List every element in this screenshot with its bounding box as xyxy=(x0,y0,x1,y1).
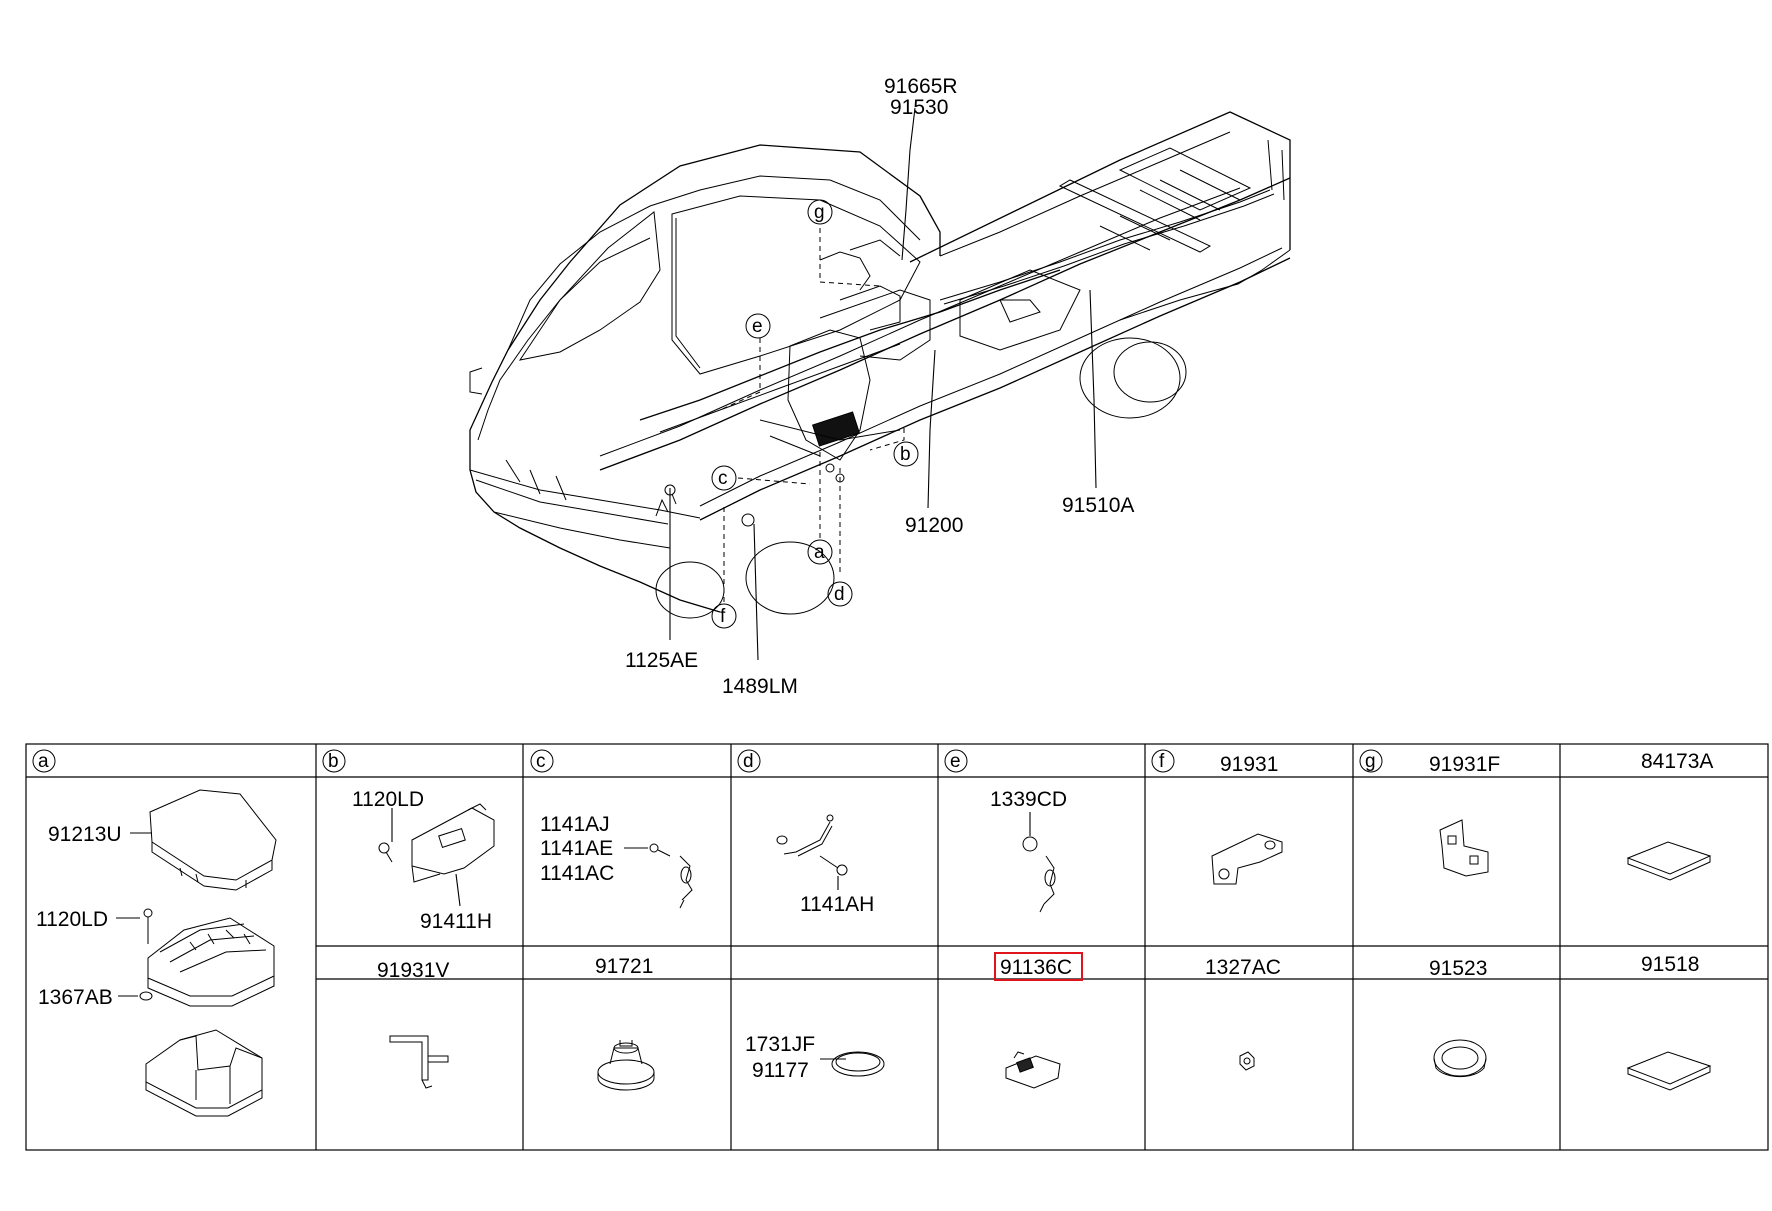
part-1141aj: 1141AJ xyxy=(540,813,610,836)
cell-d-cable: 1141AH xyxy=(776,814,874,916)
part-91177: 91177 xyxy=(752,1059,809,1082)
svg-text:f: f xyxy=(1159,751,1165,772)
svg-text:e: e xyxy=(950,751,961,772)
parts-table xyxy=(25,743,1769,1151)
vehicle-illustration xyxy=(469,111,1291,619)
table-cell-letters: a b c d e f g xyxy=(32,749,1383,773)
row2-1731jf-plug: 1731JF 91177 xyxy=(745,1033,885,1082)
svg-text:g: g xyxy=(1365,751,1376,772)
view-letter-markers: g e c b a d f xyxy=(711,199,919,629)
main-part-labels: 91665R 91530 91200 91510A 1125AE 1489LM xyxy=(625,75,1134,698)
svg-text:g: g xyxy=(814,202,825,223)
label-1125ae: 1125AE xyxy=(625,649,698,672)
svg-text:a: a xyxy=(814,542,825,563)
cell-a-junction-box: 91213U 1120LD 1367AB xyxy=(36,789,277,1117)
header-91518: 91518 xyxy=(1641,953,1699,976)
header-91523: 91523 xyxy=(1429,957,1487,980)
cell-e-nut: 1339CD xyxy=(990,788,1067,913)
part-1120ld-b: 1120LD xyxy=(352,788,424,811)
svg-text:e: e xyxy=(752,316,763,337)
header-1327ac: 1327AC xyxy=(1205,956,1281,979)
row2-91721-grommet xyxy=(597,1040,655,1091)
row2-91518-pad xyxy=(1626,1051,1712,1091)
cell-letter-d: d xyxy=(737,749,761,773)
label-91665r: 91665R xyxy=(884,75,958,98)
view-letter-f: f xyxy=(711,603,737,629)
svg-text:c: c xyxy=(536,751,546,772)
cell-letter-b: b xyxy=(322,749,346,773)
svg-text:a: a xyxy=(38,751,49,772)
header-91721: 91721 xyxy=(595,955,653,978)
main-leader-lines xyxy=(669,107,1097,661)
row2-91136c-clip xyxy=(1005,1051,1061,1089)
part-1367ab: 1367AB xyxy=(38,986,113,1009)
cell-letter-f: f xyxy=(1151,749,1175,773)
part-1339cd: 1339CD xyxy=(990,788,1067,811)
cell-g-bracket xyxy=(1439,819,1489,877)
svg-text:b: b xyxy=(900,444,911,465)
cell-letter-a: a xyxy=(32,749,56,773)
part-1120ld-a: 1120LD xyxy=(36,908,108,931)
table-header-labels: 91931 91931F 84173A 91931V 91721 91136C … xyxy=(377,750,1713,982)
part-1731jf: 1731JF xyxy=(745,1033,815,1056)
view-letter-g: g xyxy=(807,199,833,225)
svg-text:b: b xyxy=(328,751,339,772)
view-letter-b: b xyxy=(893,441,919,467)
cell-c-bolts: 1141AJ 1141AE 1141AC xyxy=(540,813,693,909)
header-91931v: 91931V xyxy=(377,959,449,982)
svg-text:d: d xyxy=(743,751,754,772)
cell-letter-c: c xyxy=(530,749,554,773)
view-letter-c: c xyxy=(711,465,737,491)
header-84173a: 84173A xyxy=(1641,750,1713,773)
part-91213u: 91213U xyxy=(48,823,122,846)
label-91510a: 91510A xyxy=(1062,494,1134,517)
row2-91931v-bracket xyxy=(389,1035,449,1089)
part-1141ac: 1141AC xyxy=(540,862,614,885)
highlight-91136c-box xyxy=(994,952,1083,981)
part-91411h: 91411H xyxy=(420,910,492,933)
part-1141ae: 1141AE xyxy=(540,837,613,860)
header-91931: 91931 xyxy=(1220,753,1278,776)
header-91931f: 91931F xyxy=(1429,753,1500,776)
part-1141ah: 1141AH xyxy=(800,893,874,916)
label-1489lm: 1489LM xyxy=(722,675,798,698)
cell-b-bracket: 1120LD 91411H xyxy=(352,788,495,933)
svg-text:d: d xyxy=(834,584,845,605)
label-91200: 91200 xyxy=(905,514,963,537)
cell-f-bracket xyxy=(1211,833,1283,885)
cell-84173a-pad xyxy=(1626,841,1712,881)
row2-1327ac-nut xyxy=(1239,1051,1255,1071)
label-91530: 91530 xyxy=(890,96,948,119)
view-letter-a: a xyxy=(807,539,833,565)
cell-letter-g: g xyxy=(1359,749,1383,773)
cell-letter-e: e xyxy=(944,749,968,773)
row2-91523-grommet xyxy=(1433,1039,1487,1078)
view-letter-d: d xyxy=(827,581,853,607)
view-letter-e: e xyxy=(745,313,771,339)
svg-text:c: c xyxy=(718,468,728,489)
svg-text:f: f xyxy=(720,606,726,627)
header-91136c: 91136C xyxy=(1000,956,1072,979)
